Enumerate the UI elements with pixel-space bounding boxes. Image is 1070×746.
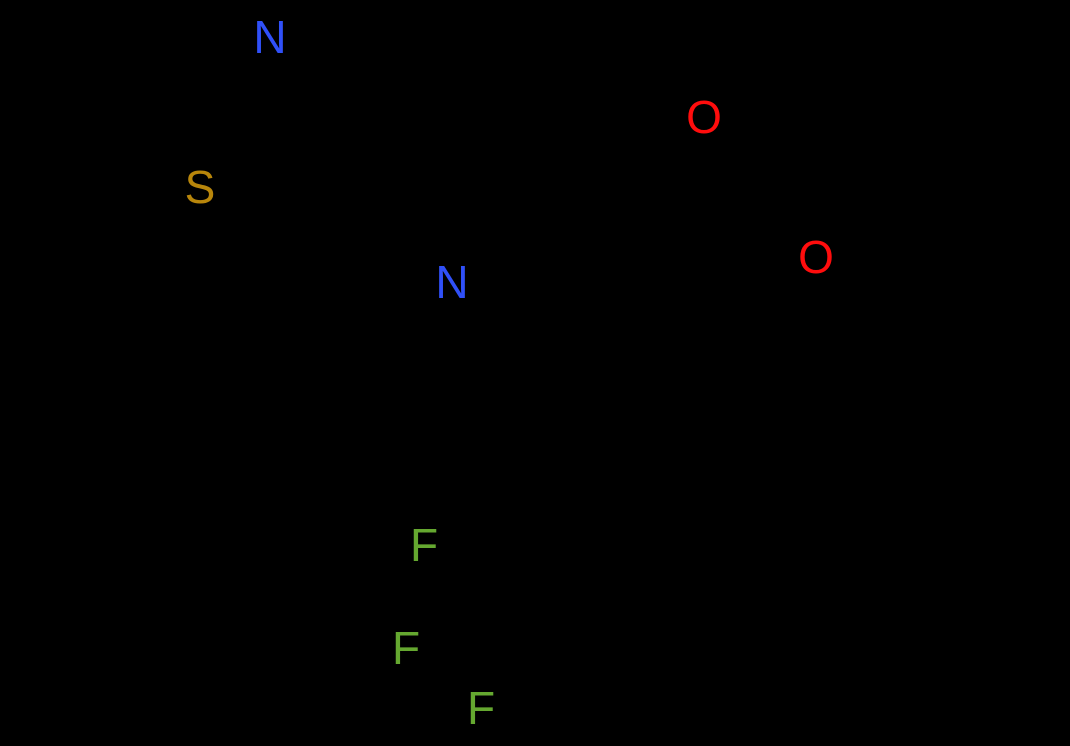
bond (147, 29, 271, 109)
bond (312, 193, 328, 303)
bond (452, 397, 465, 611)
bond (627, 137, 721, 199)
bond (267, 34, 348, 111)
bond (557, 137, 633, 213)
atom-label-n: N (253, 11, 287, 63)
bond (715, 193, 819, 260)
bond (316, 106, 353, 201)
bond (902, 193, 1008, 258)
atom-label-f: F (409, 519, 439, 571)
bond (449, 279, 458, 403)
bond (322, 279, 455, 303)
bond (449, 207, 563, 285)
bond (197, 184, 318, 199)
bond (57, 39, 156, 113)
atom-label-f: F (391, 622, 421, 674)
bond (152, 38, 276, 118)
bond (307, 103, 344, 198)
atom-label-o: O (798, 231, 834, 283)
atom-label-f: F (466, 682, 496, 734)
bond (150, 107, 203, 190)
atom-label-s: S (184, 161, 216, 213)
atom-label-o: O (686, 91, 722, 143)
bond (813, 193, 908, 260)
atom-label-n: N (435, 256, 469, 308)
